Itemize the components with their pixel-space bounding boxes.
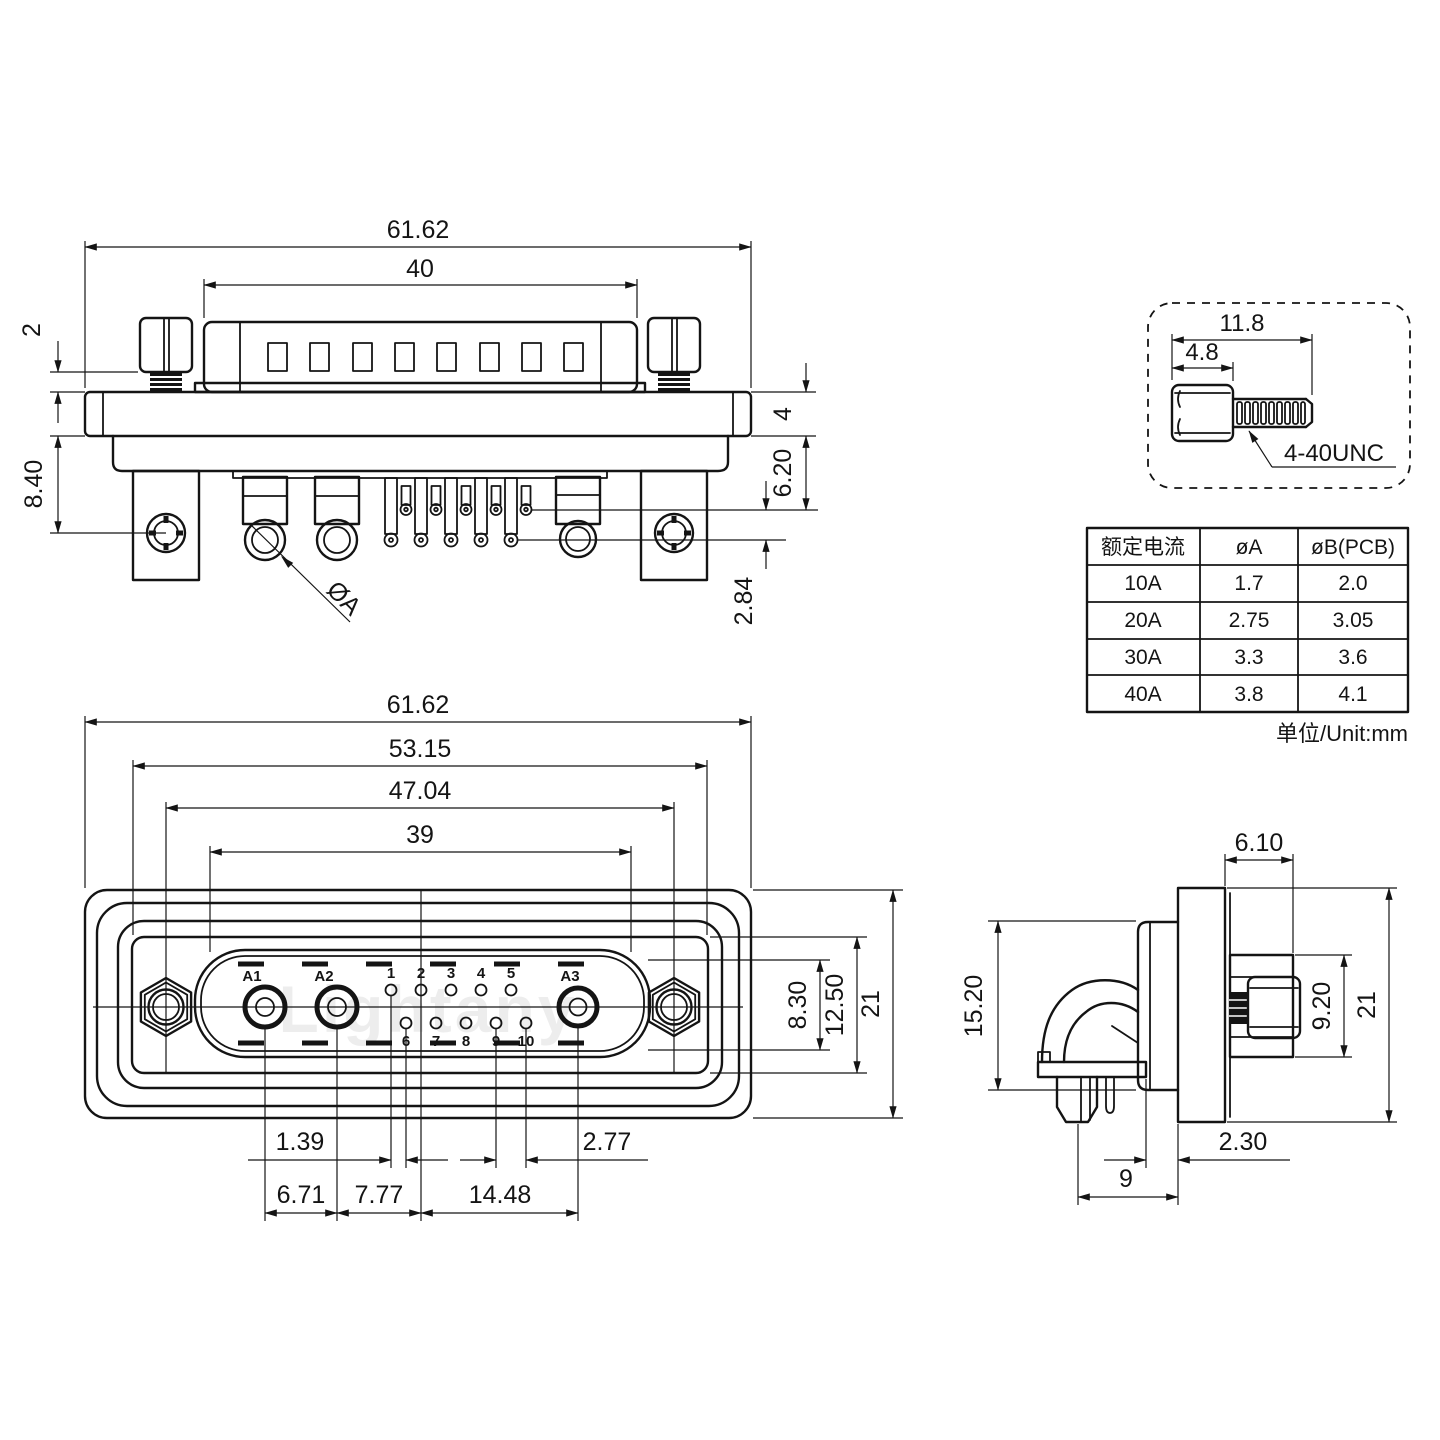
diameter-leader-arrow <box>281 556 294 568</box>
side-mounting-flange <box>1176 886 1227 1124</box>
right-thumbscrew <box>646 316 702 392</box>
dim-solder-cup-diameter: ØA <box>321 576 367 622</box>
pin-label-5: 5 <box>507 965 515 982</box>
pin-label-7: 7 <box>432 1033 440 1050</box>
hood-outline <box>202 320 639 394</box>
table-header-rated-current: 额定电流 <box>1101 536 1185 559</box>
table-cell-0-2: 2.0 <box>1338 572 1367 595</box>
dim-top-overall-width: 61.62 <box>387 216 450 244</box>
screw-threads <box>1236 401 1306 425</box>
signal-contacts-bottom-row <box>399 1016 533 1030</box>
spec-table: 额定电流 øA øB(PCB) 10A 1.7 2.0 20A 2.75 3.0… <box>1085 526 1410 746</box>
dim-flange-thickness: 4 <box>769 407 797 421</box>
signal-pins-long <box>383 477 519 548</box>
dim-pin-row-stagger: 2.84 <box>730 577 758 626</box>
signal-pins-short <box>399 485 533 516</box>
dim-flange-to-hole: 8.40 <box>20 460 48 509</box>
d-insert-inner <box>200 955 645 1052</box>
dim-side-overall-height: 21 <box>1353 991 1381 1019</box>
insulator-housing <box>111 434 730 473</box>
dim-frame-height: 12.50 <box>821 974 849 1037</box>
thread-spec-label: 4-40UNC <box>1284 440 1384 467</box>
table-cell-3-0: 40A <box>1124 683 1161 706</box>
power-contact-a3 <box>556 985 600 1029</box>
dim-front-overall-width: 61.62 <box>387 691 450 719</box>
table-cell-1-2: 3.05 <box>1333 609 1374 632</box>
dim-a2-to-pin2: 7.77 <box>355 1181 404 1209</box>
side-view: 6.10 15.20 9.20 21 2.30 9 <box>960 829 1397 1205</box>
dim-pin2-to-a3: 14.48 <box>469 1181 532 1209</box>
table-cell-2-2: 3.6 <box>1338 646 1367 669</box>
pin-label-a1: A1 <box>242 968 261 985</box>
front-view: A1 A2 A3 1 2 3 4 5 6 7 8 9 10 61.62 53.1… <box>83 691 903 1221</box>
table-cell-3-2: 4.1 <box>1338 683 1367 706</box>
side-view-dimensions: 6.10 15.20 9.20 21 2.30 9 <box>960 829 1397 1205</box>
front-panel-frame <box>130 935 710 1075</box>
solder-cup-a2 <box>313 475 361 562</box>
dim-screw-overall-length: 11.8 <box>1220 310 1265 337</box>
dim-frame-width: 53.15 <box>389 735 452 763</box>
detail-boundary <box>1147 302 1411 489</box>
dim-bracket-offset: 2.30 <box>1219 1128 1268 1156</box>
table-header-dia-b-pcb: øB(PCB) <box>1311 536 1395 559</box>
dim-hood-width: 40 <box>406 255 434 283</box>
table-cell-1-1: 2.75 <box>1229 609 1270 632</box>
front-view-dimensions: 61.62 53.15 47.04 39 8.30 12.50 21 <box>84 691 903 1221</box>
table-cell-2-0: 30A <box>1124 646 1161 669</box>
table-cell-0-0: 10A <box>1124 572 1161 595</box>
screw-head <box>1170 383 1235 443</box>
dim-pin-row-offset: 1.39 <box>276 1128 325 1156</box>
dim-pin-pitch: 2.77 <box>583 1128 632 1156</box>
side-thumbscrew <box>1229 975 1302 1040</box>
table-border <box>1085 526 1410 714</box>
top-view-dimensions: 61.62 40 2 8.40 4 6.20 2.84 ØA <box>18 216 818 625</box>
pin-label-1: 1 <box>387 965 395 982</box>
front-outer-body <box>83 888 753 1120</box>
table-cell-2-1: 3.3 <box>1234 646 1263 669</box>
pin-label-8: 8 <box>462 1033 470 1050</box>
solder-cup-a1 <box>241 475 289 562</box>
side-shell-body <box>1136 920 1180 1092</box>
screw-detail-view: 11.8 4.8 4-40UNC <box>1147 302 1411 489</box>
power-contact-a1 <box>242 984 288 1030</box>
dim-pin-protrusion: 6.20 <box>769 449 797 498</box>
hood-vent-slots <box>267 342 584 372</box>
pin-label-a3: A3 <box>560 968 579 985</box>
dim-shell-depth: 6.10 <box>1235 829 1284 857</box>
dim-body-height: 15.20 <box>960 975 988 1038</box>
top-view: 61.62 40 2 8.40 4 6.20 2.84 ØA <box>18 216 818 625</box>
dim-front-overall-height: 21 <box>857 990 885 1018</box>
hold-down-clip <box>1036 979 1148 1079</box>
table-header-dia-a: øA <box>1236 536 1263 559</box>
pin-label-a2: A2 <box>314 968 333 985</box>
table-cell-1-0: 20A <box>1124 609 1161 632</box>
shell-plate <box>193 381 647 394</box>
table-cell-0-1: 1.7 <box>1234 572 1263 595</box>
dim-leg-to-flange: 9 <box>1119 1165 1133 1193</box>
mounting-flange <box>83 390 753 438</box>
dim-shell-height: 9.20 <box>1308 982 1336 1031</box>
solder-cup-a3 <box>554 475 602 559</box>
unit-note: 单位/Unit:mm <box>1276 721 1408 746</box>
dim-thread-exposed: 2 <box>18 323 46 337</box>
dim-mount-hole-spacing: 47.04 <box>389 777 452 805</box>
left-thumbscrew <box>138 316 194 392</box>
dim-a1-to-a2: 6.71 <box>277 1181 326 1209</box>
dim-insert-height: 8.30 <box>784 981 812 1030</box>
dim-insert-width: 39 <box>406 821 434 849</box>
table-cell-3-1: 3.8 <box>1234 683 1263 706</box>
power-contact-a2 <box>314 984 360 1030</box>
dim-screw-head-length: 4.8 <box>1185 339 1218 366</box>
left-bracket <box>131 469 201 582</box>
pin-label-3: 3 <box>447 965 455 982</box>
pin-label-4: 4 <box>477 965 486 982</box>
right-bracket <box>639 469 709 582</box>
pcb-legs <box>1055 1075 1115 1124</box>
